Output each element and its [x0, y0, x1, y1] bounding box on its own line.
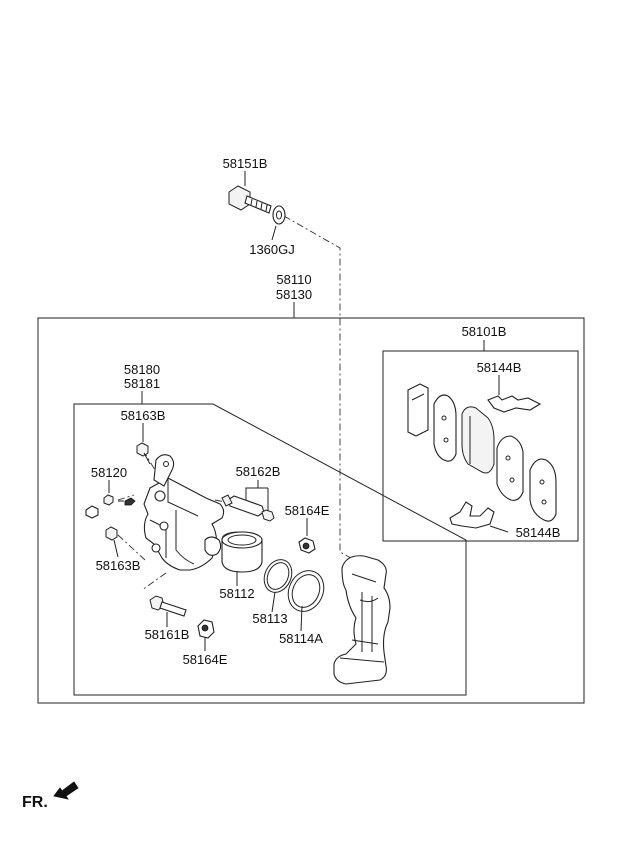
label-caliper-1: 58180: [124, 362, 160, 377]
brake-pad-friction-icon: [496, 435, 524, 501]
shim-clip-bottom-icon: [449, 501, 495, 529]
leader-guide-pins: [245, 480, 259, 500]
label-cap-lower: 58164E: [183, 652, 228, 667]
piston-icon: [221, 531, 263, 573]
label-guide-pins: 58162B: [236, 464, 281, 479]
label-shim-bottom: 58144B: [516, 525, 561, 540]
centerline-bolt-lower: [117, 534, 146, 561]
centerline-bleeder: [117, 494, 135, 501]
label-caliper-2: 58181: [124, 376, 160, 391]
guide-rod-icon: [149, 595, 187, 617]
front-direction-arrow-icon: [53, 781, 79, 800]
label-pad-kit: 58101B: [462, 324, 507, 339]
label-bleeder: 58120: [91, 465, 127, 480]
piston-boot-icon: [287, 570, 325, 612]
label-washer: 1360GJ: [249, 242, 295, 257]
guide-pin-boot-icon: [221, 494, 233, 507]
centerline-pins: [214, 499, 231, 504]
upper-dust-cap-icon: [298, 537, 316, 554]
bleeder-screw-icon: [103, 494, 136, 506]
pad-kit-frame: [382, 350, 579, 542]
brake-pad-outer-icon: [433, 394, 457, 462]
caliper-frame: [73, 403, 467, 696]
label-piston-seal: 58113: [252, 611, 287, 626]
label-bolt-top: 58151B: [223, 156, 268, 171]
centerline-guide: [141, 572, 167, 591]
piston-seal-icon: [263, 559, 293, 593]
shim-clip-top-icon: [487, 395, 542, 413]
brake-pad-rear-icon: [529, 458, 557, 522]
caliper-upper-tab-icon: [153, 454, 175, 487]
leader-boot: [300, 605, 303, 632]
label-bolt-lower: 58163B: [96, 558, 141, 573]
leader-washer: [271, 225, 277, 241]
label-piston: 58112: [219, 586, 254, 601]
upper-bolt-icon: [136, 442, 151, 465]
assembly-frame: [37, 317, 585, 704]
front-direction-label: FR.: [22, 794, 48, 811]
leader-bolt-lower: [113, 539, 119, 558]
caliper-body-icon: [143, 477, 225, 571]
label-bolt-upper: 58163B: [121, 408, 166, 423]
label-cap-upper: 58164E: [285, 503, 330, 518]
guide-pin-icon: [227, 495, 275, 522]
washer-icon: [272, 205, 286, 225]
label-assembly-2: 58130: [276, 287, 312, 302]
caliper-carrier-bracket-icon: [333, 555, 391, 685]
lower-dust-cap-icon: [197, 619, 215, 639]
label-guide-rod: 58161B: [145, 627, 190, 642]
leader-seal: [271, 591, 276, 613]
label-shim-top: 58144B: [477, 360, 522, 375]
label-boot: 58114A: [279, 631, 323, 646]
label-assembly-1: 58110: [276, 272, 311, 287]
shim-plate-icon: [407, 383, 429, 437]
flange-bolt-icon: [228, 185, 272, 214]
bleeder-cap-icon: [85, 505, 99, 519]
lower-bolt-icon: [105, 526, 118, 541]
brake-pad-inner-icon: [461, 406, 495, 474]
leader-shim-bottom: [489, 525, 509, 533]
